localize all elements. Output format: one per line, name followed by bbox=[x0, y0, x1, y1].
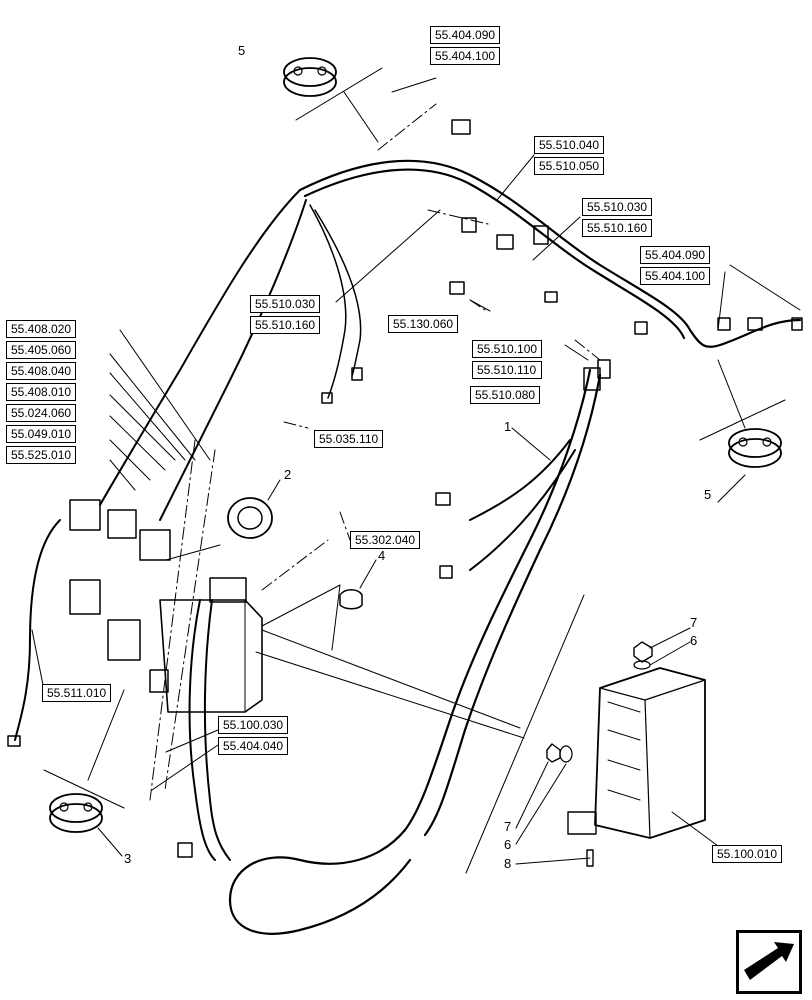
ref-55-408-010[interactable]: 55.408.010 bbox=[6, 383, 77, 401]
callout-7-top: 7 bbox=[690, 615, 698, 630]
callout-2: 2 bbox=[284, 467, 292, 482]
callout-5-top: 5 bbox=[238, 43, 246, 58]
ref-55-510-110[interactable]: 55.510.110 bbox=[472, 361, 543, 379]
ref-55-510-100[interactable]: 55.510.100 bbox=[472, 340, 543, 358]
next-page-arrow-icon[interactable] bbox=[736, 930, 802, 994]
callout-1: 1 bbox=[504, 419, 512, 434]
fuse-box bbox=[159, 599, 263, 713]
grommet-2 bbox=[227, 497, 273, 539]
grommet-5-right bbox=[728, 428, 782, 468]
callout-4: 4 bbox=[378, 548, 386, 563]
ref-55-510-040[interactable]: 55.510.040 bbox=[534, 136, 605, 154]
ref-55-404-100-top[interactable]: 55.404.100 bbox=[430, 47, 501, 65]
ref-55-510-050[interactable]: 55.510.050 bbox=[534, 157, 605, 175]
ref-55-404-090-top[interactable]: 55.404.090 bbox=[430, 26, 501, 44]
ref-55-404-100-right[interactable]: 55.404.100 bbox=[640, 267, 711, 285]
grommet-3 bbox=[49, 793, 103, 833]
ref-55-100-010[interactable]: 55.100.010 bbox=[712, 845, 783, 863]
long-harness-loop bbox=[228, 368, 592, 935]
ref-55-510-080[interactable]: 55.510.080 bbox=[470, 386, 541, 404]
ref-55-049-010[interactable]: 55.049.010 bbox=[6, 425, 77, 443]
main-harness bbox=[298, 159, 802, 348]
callout-8: 8 bbox=[504, 856, 512, 871]
ref-55-510-160-a[interactable]: 55.510.160 bbox=[250, 316, 321, 334]
ref-55-510-160-b[interactable]: 55.510.160 bbox=[582, 219, 653, 237]
callout-3: 3 bbox=[124, 851, 132, 866]
ref-55-510-030-a[interactable]: 55.510.030 bbox=[250, 295, 321, 313]
ref-55-511-010[interactable]: 55.511.010 bbox=[42, 684, 112, 702]
ref-55-302-040[interactable]: 55.302.040 bbox=[350, 531, 421, 549]
ref-55-408-020[interactable]: 55.408.020 bbox=[6, 320, 77, 338]
callout-7-bottom: 7 bbox=[504, 819, 512, 834]
ref-55-035-110[interactable]: 55.035.110 bbox=[314, 430, 384, 448]
ref-55-130-060[interactable]: 55.130.060 bbox=[388, 315, 459, 333]
ref-55-404-090-right[interactable]: 55.404.090 bbox=[640, 246, 711, 264]
callout-5-right: 5 bbox=[704, 487, 712, 502]
ref-55-525-010[interactable]: 55.525.010 bbox=[6, 446, 77, 464]
ref-55-404-040[interactable]: 55.404.040 bbox=[218, 737, 289, 755]
ref-55-510-030-b[interactable]: 55.510.030 bbox=[582, 198, 653, 216]
ref-55-405-060[interactable]: 55.405.060 bbox=[6, 341, 77, 359]
callout-6-top: 6 bbox=[690, 633, 698, 648]
controller-module bbox=[594, 667, 706, 839]
grommet-5-top bbox=[283, 57, 337, 97]
ref-55-408-040[interactable]: 55.408.040 bbox=[6, 362, 77, 380]
ref-55-100-030[interactable]: 55.100.030 bbox=[218, 716, 289, 734]
left-harness-branch bbox=[99, 189, 301, 506]
ref-55-024-060[interactable]: 55.024.060 bbox=[6, 404, 77, 422]
callout-6-bottom: 6 bbox=[504, 837, 512, 852]
